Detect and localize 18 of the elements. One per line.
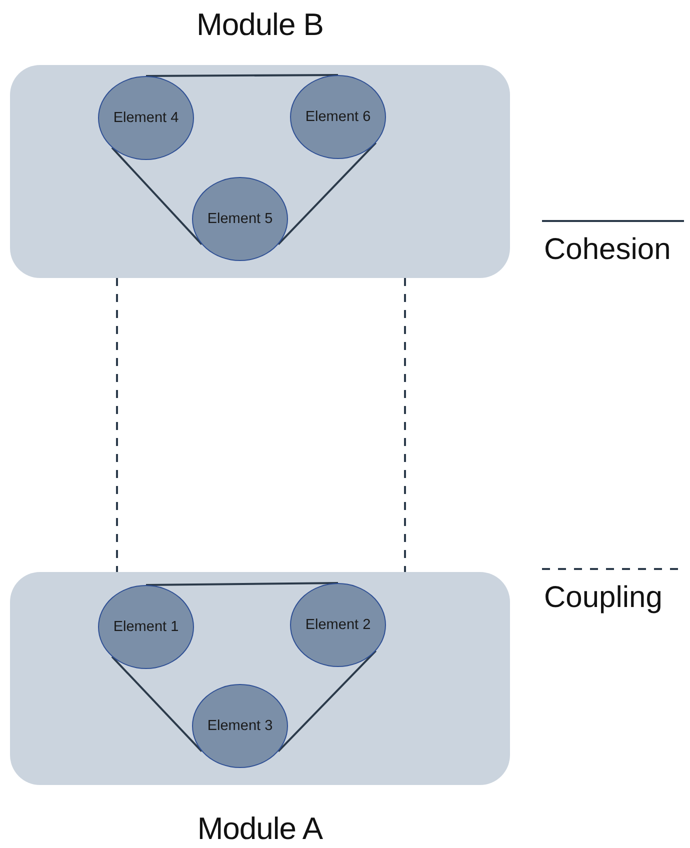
element-label: Element 4 (113, 110, 179, 126)
connector-line (146, 582, 338, 586)
element-label: Element 1 (113, 619, 179, 635)
element-label: Element 5 (207, 211, 273, 227)
dashed-connector (116, 278, 118, 572)
module-title: Module B (196, 7, 324, 43)
element-label: Element 3 (207, 718, 273, 734)
legend-label: Cohesion (544, 233, 671, 267)
connector-line (111, 147, 202, 245)
connector-line (278, 650, 377, 752)
connector-line (278, 142, 377, 245)
connector-line (146, 74, 338, 77)
legend-label: Coupling (544, 581, 662, 615)
module-title: Module A (196, 811, 324, 847)
dashed-connector (404, 278, 406, 572)
connector-line (111, 656, 202, 752)
element-label: Element 6 (305, 109, 371, 125)
element-label: Element 2 (305, 617, 371, 633)
